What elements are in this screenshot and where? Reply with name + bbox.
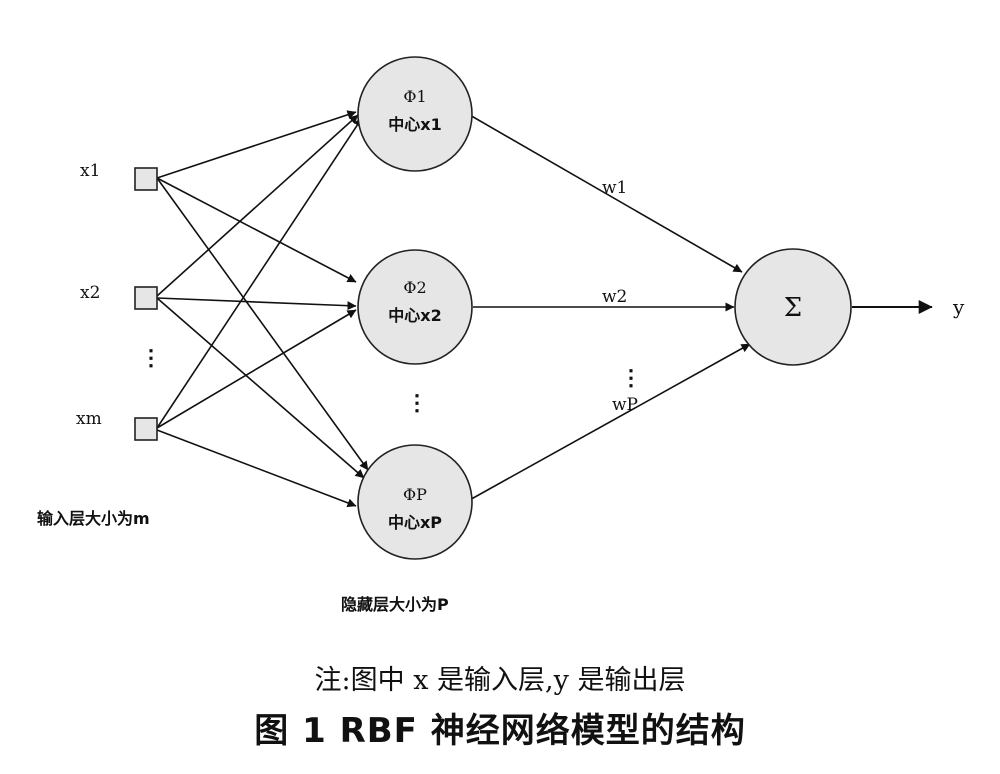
output-sum-node bbox=[734, 248, 852, 366]
edge-xm-phi2 bbox=[156, 309, 357, 429]
input-label-x2: x2 bbox=[80, 283, 100, 303]
weight-ellipsis: ⋮ bbox=[620, 365, 642, 391]
input-node-x2 bbox=[134, 286, 158, 310]
hidden-ellipsis: ⋮ bbox=[406, 390, 428, 416]
figure-caption: 图 1 RBF 神经网络模型的结构 bbox=[254, 711, 746, 751]
weight-w1: w1 bbox=[602, 178, 627, 198]
input-node-xm bbox=[134, 417, 158, 441]
edge-x2-phi1 bbox=[156, 114, 359, 297]
hidden-nodes bbox=[357, 56, 473, 560]
input-hidden-connections bbox=[156, 110, 369, 508]
output-label-y: y bbox=[952, 295, 965, 319]
centerP-label: 中心xP bbox=[388, 513, 442, 532]
input-nodes bbox=[134, 167, 158, 441]
center2-label: 中心x2 bbox=[388, 306, 441, 325]
phi1-label: Φ1 bbox=[403, 87, 426, 106]
hidden-node-phi2 bbox=[357, 249, 473, 365]
edge-phi1-sum bbox=[467, 113, 743, 273]
input-label-x1: x1 bbox=[80, 161, 100, 181]
phi2-label: Φ2 bbox=[403, 278, 426, 297]
rbf-network-diagram: x1 x2 xm ⋮ 输入层大小为m Φ1 中心x1 Φ2 中心x2 ΦP 中心… bbox=[37, 56, 965, 614]
input-node-x1 bbox=[134, 167, 158, 191]
hidden-layer-label: 隐藏层大小为P bbox=[341, 595, 449, 614]
figure-note: 注:图中 x 是输入层,y 是输出层 bbox=[314, 665, 686, 696]
edge-xm-phi1 bbox=[156, 117, 363, 429]
edge-xm-phiP bbox=[156, 429, 357, 508]
edge-x2-phiP bbox=[156, 297, 365, 479]
hidden-node-phiP bbox=[357, 444, 473, 560]
center1-label: 中心x1 bbox=[388, 115, 441, 134]
weight-w2: w2 bbox=[602, 287, 627, 307]
edge-x1-phiP bbox=[156, 177, 369, 471]
edge-phiP-sum bbox=[465, 343, 751, 503]
weight-wP: wP bbox=[612, 395, 638, 415]
edge-x1-phi2 bbox=[156, 177, 357, 283]
edge-x2-phi2 bbox=[156, 297, 357, 311]
input-label-xm: xm bbox=[76, 409, 102, 429]
hidden-output-connections bbox=[465, 113, 751, 503]
hidden-node-phi1 bbox=[357, 56, 473, 172]
input-layer-label: 输入层大小为m bbox=[37, 509, 150, 528]
phiP-label: ΦP bbox=[403, 485, 427, 504]
input-ellipsis: ⋮ bbox=[140, 345, 162, 371]
sum-symbol: Σ bbox=[784, 293, 802, 323]
edge-x1-phi1 bbox=[156, 110, 357, 179]
